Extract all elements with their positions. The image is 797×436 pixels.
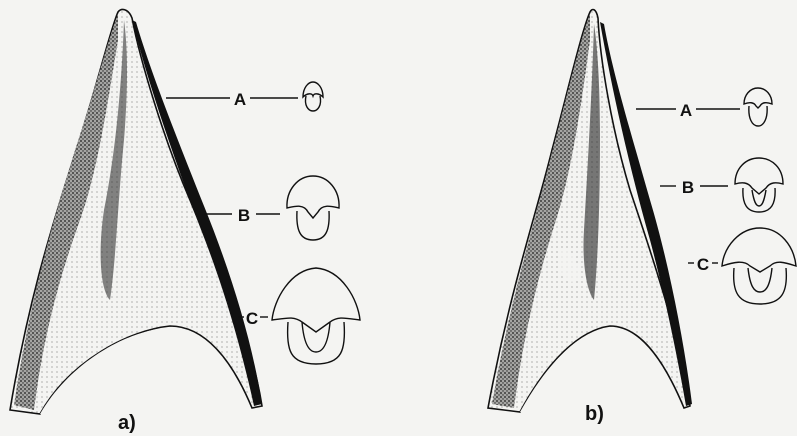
beak-drawing-b [488,10,692,412]
section-label-a-B: B [238,206,250,225]
beak-drawing-a [10,10,262,414]
section-label-b-B: B [682,178,694,197]
section-label-b-A: A [680,101,692,120]
cross-section-b-C [722,228,796,304]
panel-a: A B C a) [10,10,360,434]
cross-section-b-B [735,158,783,212]
panel-caption-b: b) [585,403,604,425]
cross-section-b-A [744,88,772,126]
cross-section-a-A [303,82,323,111]
cross-section-a-B [287,176,339,240]
section-label-b-C: C [697,255,709,274]
cross-section-a-C [272,268,360,364]
panel-b: A B C b) [488,10,796,425]
panel-caption-a: a) [118,412,136,434]
section-label-a-A: A [234,90,246,109]
section-label-a-C: C [246,309,258,328]
